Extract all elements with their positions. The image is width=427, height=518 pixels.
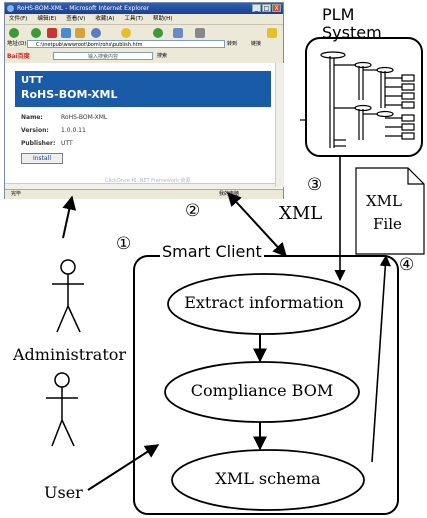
home-icon[interactable] [75,28,85,38]
xml-label: XML [279,203,323,224]
smart-client-label: Smart Client [160,242,264,261]
address-input[interactable]: C:\inetpub\wwwroot\bom\rohs\publish.htm [27,40,225,48]
address-label: 地址(D) [7,41,27,47]
step-3-marker: ③ [307,175,323,195]
refresh-icon[interactable] [61,28,71,38]
plm-title-line1: PLM [322,5,355,24]
menu-help[interactable]: 帮助(H) [153,16,173,22]
ie-icon [7,5,14,12]
plm-title-line2: System [322,23,382,42]
browser-titlebar: RoHS-BOM-XML - Microsoft Internet Explor… [5,3,283,14]
page-content: UTT RoHS-BOM-XML Name: RoHS-BOM-XML Vers… [5,63,275,184]
user-figure [46,372,78,447]
admin-to-browser-arrow [62,195,77,239]
compliance-bom-label: Compliance BOM [190,381,334,400]
administrator-label: Administrator [13,345,127,364]
baidu-logo: Bai百度 [7,53,30,60]
menu-tools[interactable]: 工具(T) [124,16,144,22]
menu-view[interactable]: 查看(V) [66,16,86,22]
install-button[interactable]: Install [21,153,63,164]
stop-icon[interactable] [47,28,57,38]
menu-file[interactable]: 文件(F) [9,16,28,22]
clickonce-link[interactable]: ClickOnce 和 .NET Framework 资源 [105,178,191,184]
schema-to-file-arrow [371,254,391,463]
mail-icon[interactable] [173,28,183,38]
print-icon[interactable] [195,28,205,38]
favorites-icon[interactable] [121,28,131,38]
xml-file-label-line1: XML [366,192,402,210]
browser-window: RoHS-BOM-XML - Microsoft Internet Explor… [4,2,284,199]
search-input[interactable]: 输入搜索内容 [53,52,153,60]
publisher-label: Publisher: [21,140,56,147]
horizontal-scrollbar[interactable] [5,183,275,190]
close-button[interactable]: X [272,4,281,12]
extract-information-oval [167,273,361,335]
search-icon[interactable] [91,28,101,38]
app-banner: UTT RoHS-BOM-XML [15,71,271,107]
user-label: User [44,483,83,502]
publisher-value: UTT [61,140,73,147]
name-value: RoHS-BOM-XML [61,114,108,121]
step-2-marker: ② [185,201,201,221]
xml-file-label-line2: File [373,215,402,233]
minimize-button[interactable]: _ [252,4,261,12]
windows-flag-icon [267,28,277,38]
step-4-marker: ④ [399,255,415,275]
maximize-button[interactable]: □ [262,4,271,12]
xml-schema-oval [171,449,365,511]
version-label: Version: [21,127,49,134]
browser-title: RoHS-BOM-XML - Microsoft Internet Explor… [17,5,150,12]
step-1-marker: ① [116,234,132,254]
app-publisher-heading: UTT [21,75,43,86]
history-icon[interactable] [153,28,163,38]
xml-file-document [355,167,425,255]
vertical-scrollbar[interactable] [275,63,284,187]
links-button[interactable]: 链接 [251,41,262,47]
menu-favorites[interactable]: 收藏(A) [95,16,115,22]
extract-information-label: Extract information [184,293,344,312]
xml-schema-label: XML schema [215,469,321,488]
administrator-figure [52,259,84,333]
menu-bar: 文件(F) 编辑(E) 查看(V) 收藏(A) 工具(T) 帮助(H) [5,14,283,24]
goto-button[interactable]: 转到 [227,41,238,47]
name-label: Name: [21,114,43,121]
user-to-client-arrow [87,444,160,491]
browser-client-arrow [227,191,287,258]
app-title: RoHS-BOM-XML [21,88,118,101]
toolbar [5,24,283,40]
menu-edit[interactable]: 编辑(E) [37,16,57,22]
plm-system-box [305,37,423,157]
version-value: 1.0.0.11 [61,127,86,134]
search-toolbar: Bai百度 输入搜索内容 搜索 [5,50,283,63]
search-button[interactable]: 搜索 [157,53,168,59]
back-icon[interactable] [9,28,19,38]
address-bar: 地址(D) C:\inetpub\wwwroot\bom\rohs\publis… [5,39,283,50]
plm-tree-icon [320,51,415,148]
forward-icon[interactable] [31,28,41,38]
status-done: 完毕 [11,191,22,197]
